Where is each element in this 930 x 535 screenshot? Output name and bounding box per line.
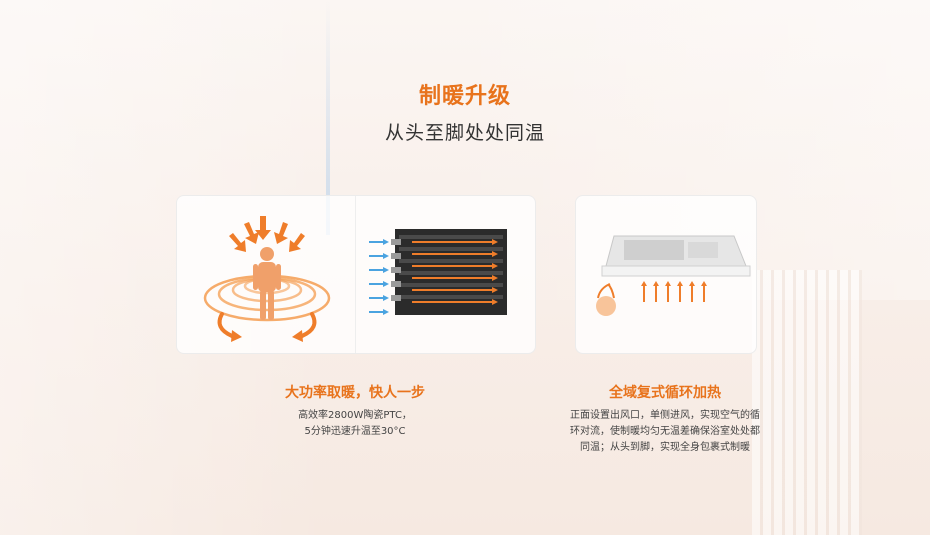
feature-title-heating-power: 大功率取暖，快人一步 bbox=[285, 385, 425, 401]
feature-desc-line: 同温；从头到脚，实现全身包裹式制暖 bbox=[580, 442, 750, 453]
feature-desc-line: 环对流，使制暖均匀无温差确保浴室处处都 bbox=[570, 426, 760, 437]
feature-card-circulation bbox=[575, 195, 757, 354]
page-subtitle: 从头至脚处处同温 bbox=[384, 122, 545, 144]
feature-desc-line: 5分钟迅速升温至30°C bbox=[304, 426, 406, 437]
page-title: 制暖升级 bbox=[418, 84, 511, 109]
feature-desc-line: 高效率2800W陶瓷PTC， bbox=[298, 410, 412, 421]
background-radiator bbox=[752, 270, 862, 535]
feature-desc-heating-power: 高效率2800W陶瓷PTC， 5分钟迅速升温至30°C bbox=[176, 408, 534, 440]
human-body-heat-icon bbox=[203, 216, 331, 342]
feature-card-heating-power bbox=[176, 195, 536, 354]
feature-desc-circulation: 正面设置出风口，单侧进风，实现空气的循 环对流，使制暖均匀无温差确保浴室处处都 … bbox=[560, 408, 770, 456]
ptc-heater-icon bbox=[369, 229, 507, 315]
feature-desc-line: 正面设置出风口，单侧进风，实现空气的循 bbox=[570, 410, 760, 421]
feature-title-circulation: 全域复式循环加热 bbox=[609, 385, 721, 401]
background-pipe bbox=[326, 0, 330, 235]
card-divider bbox=[355, 196, 356, 353]
bath-heater-unit-icon bbox=[596, 235, 751, 316]
